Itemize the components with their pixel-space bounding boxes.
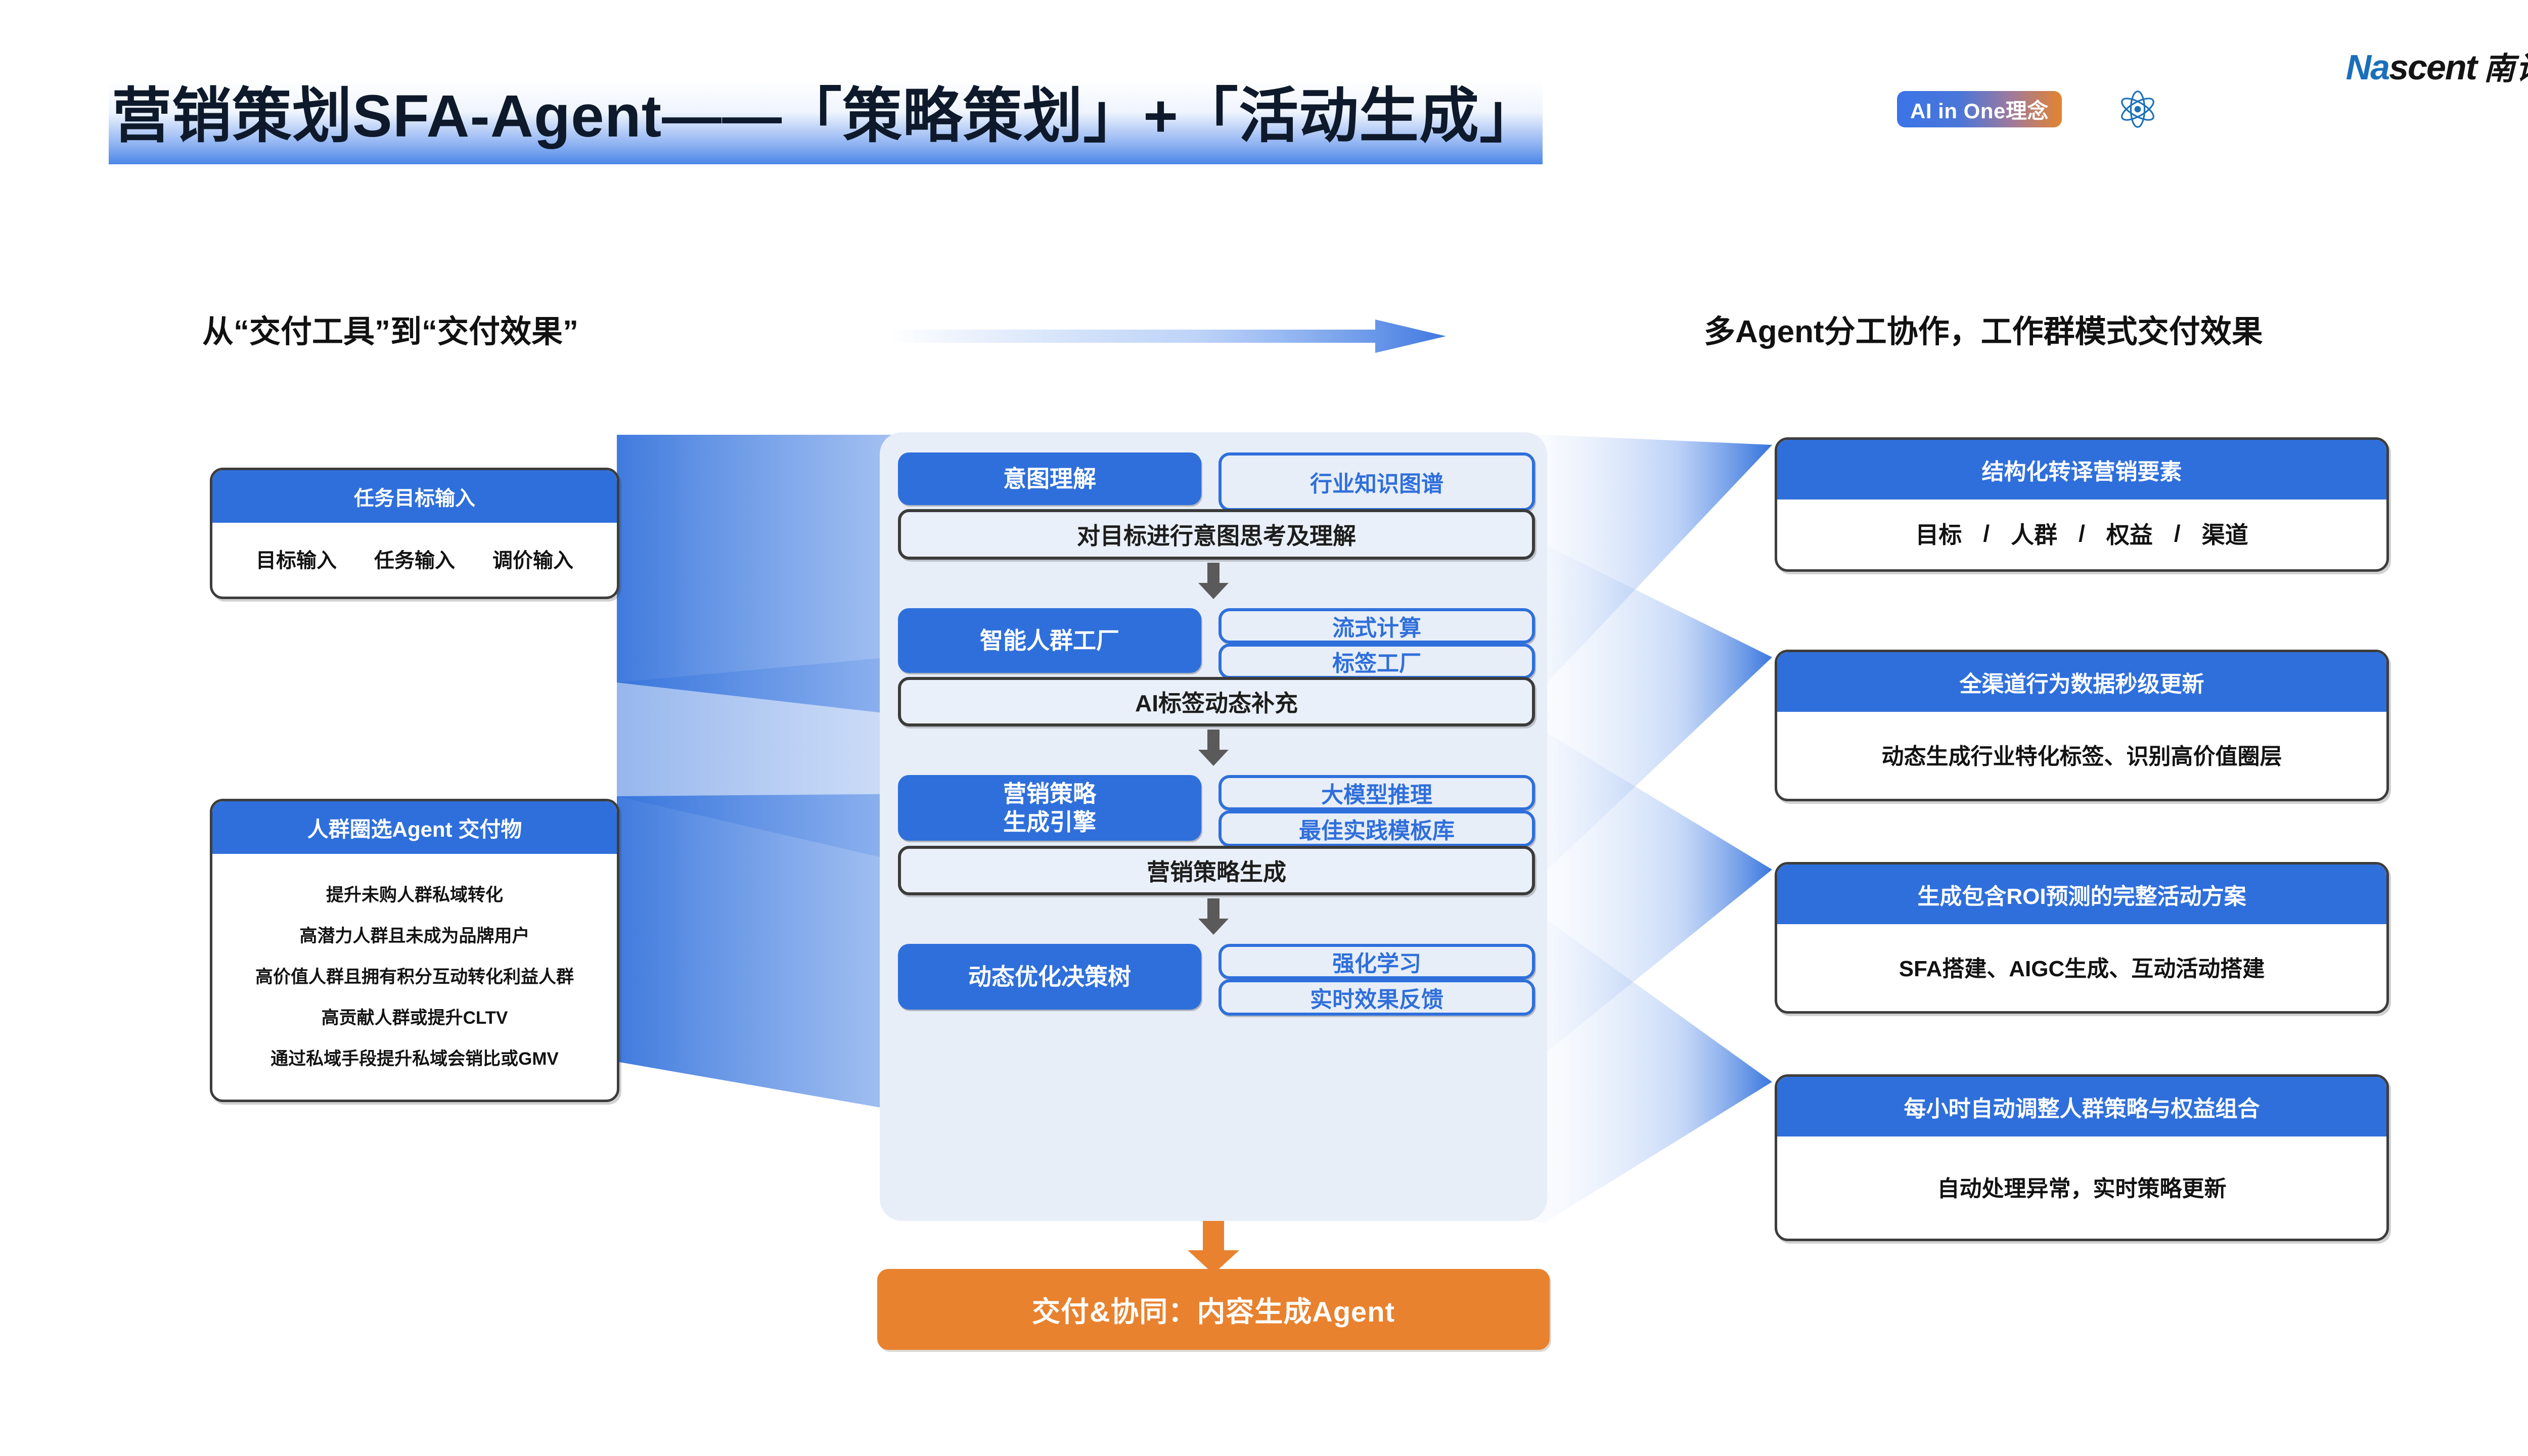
card-omnichannel-data-update: 全渠道行为数据秒级更新 动态生成行业特化标签、识别高价值圈层 (1775, 650, 2389, 801)
element-benefit: 权益 (2106, 521, 2153, 548)
card-hourly-strategy-adjust: 每小时自动调整人群策略与权益组合 自动处理异常，实时策略更新 (1775, 1074, 2389, 1241)
arrow-down-icon-delivery (1188, 1221, 1239, 1274)
separator: / (1983, 520, 1990, 547)
flow-stage-2-result: AI标签动态补充 (898, 677, 1535, 726)
atom-icon (2121, 90, 2154, 128)
flow-stage-1-result: 对目标进行意图思考及理解 (898, 509, 1535, 560)
card-task-goal-input: 任务目标输入 目标输入 任务输入 调价输入 (210, 468, 619, 599)
flow-stage-1-primary[interactable]: 意图理解 (898, 452, 1201, 505)
flow-stage-3-primary-line2: 生成引擎 (1003, 809, 1096, 835)
separator: / (2174, 520, 2181, 547)
flow-stage-2-tag-1[interactable]: 流式计算 (1218, 608, 1535, 644)
center-flow-panel: 意图理解 行业知识图谱 对目标进行意图思考及理解 智能人群工厂 流式计算 标签工… (880, 432, 1547, 1221)
flow-stage-3-primary[interactable]: 营销策略 生成引擎 (898, 775, 1201, 841)
arrow-down-icon (1198, 898, 1229, 935)
list-item: 高潜力人群且未成为品牌用户 (299, 926, 530, 946)
element-crowd: 人群 (2011, 521, 2058, 548)
flow-stage-1-tag-1[interactable]: 行业知识图谱 (1218, 452, 1535, 511)
logo-na: Na (2345, 48, 2390, 87)
arrow-down-icon (1198, 730, 1229, 766)
flow-stage-2-row: 智能人群工厂 流式计算 标签工厂 (898, 608, 1535, 679)
separator: / (2079, 520, 2085, 547)
flow-stage-4-primary[interactable]: 动态优化决策树 (898, 944, 1201, 1010)
card-roi-campaign-plan: 生成包含ROI预测的完整活动方案 SFA搭建、AIGC生成、互动活动搭建 (1775, 862, 2389, 1014)
arrow-right-icon (890, 320, 1446, 353)
ai-in-one-badge: AI in One理念 (1897, 91, 2062, 127)
right-subtitle: 多Agent分工协作，工作群模式交付效果 (1704, 314, 2263, 349)
element-goal: 目标 (1915, 521, 1962, 548)
card-crowd-agent-deliverable-body: 提升未购人群私域转化 高潜力人群且未成为品牌用户 高价值人群且拥有积分互动转化利… (212, 854, 617, 1097)
list-item: 通过私域手段提升私域会销比或GMV (270, 1049, 559, 1069)
card-task-goal-input-title: 任务目标输入 (212, 470, 617, 523)
atom-nucleus (2134, 106, 2141, 113)
arrow-down-icon (1198, 563, 1229, 599)
flow-stage-3-result: 营销策略生成 (898, 846, 1535, 895)
flow-stage-2-primary[interactable]: 智能人群工厂 (898, 608, 1201, 673)
flow-stage-4-row: 动态优化决策树 强化学习 实时效果反馈 (898, 944, 1535, 1016)
card-roi-campaign-plan-body: SFA搭建、AIGC生成、互动活动搭建 (1899, 956, 2265, 981)
card-omnichannel-data-update-title: 全渠道行为数据秒级更新 (1777, 652, 2386, 712)
left-subtitle: 从“交付工具”到“交付效果” (202, 314, 579, 349)
logo-wordmark: Nascent (2345, 47, 2477, 87)
ai-in-one-badge-label: AI in One理念 (1910, 99, 2049, 123)
page-title: 营销策划SFA-Agent——「策略策划」+「活动生成」 (109, 68, 1909, 164)
list-item: 高贡献人群或提升CLTV (321, 1008, 508, 1028)
card-roi-campaign-plan-title: 生成包含ROI预测的完整活动方案 (1777, 864, 2386, 924)
logo-scent: scent (2389, 48, 2477, 87)
flow-stage-2-tag-2[interactable]: 标签工厂 (1218, 644, 1535, 679)
delivery-agent-box[interactable]: 交付&协同：内容生成Agent (877, 1269, 1550, 1350)
brand-logo: Nascent 南讯 (2346, 43, 2528, 88)
page-title-text: 营销策划SFA-Agent——「策略策划」+「活动生成」 (109, 68, 1543, 164)
flow-stage-3-tag-2[interactable]: 最佳实践模板库 (1218, 810, 1535, 847)
card-hourly-strategy-adjust-title: 每小时自动调整人群策略与权益组合 (1777, 1077, 2386, 1136)
card-omnichannel-data-update-body: 动态生成行业特化标签、识别高价值圈层 (1881, 744, 2282, 769)
flow-stage-3-primary-line1: 营销策略 (1003, 780, 1096, 807)
card-structured-marketing-elements: 结构化转译营销要素 目标 / 人群 / 权益 / 渠道 (1775, 437, 2389, 572)
task-input-item: 任务输入 (374, 549, 455, 572)
card-task-goal-input-body: 目标输入 任务输入 调价输入 (212, 523, 617, 594)
list-item: 提升未购人群私域转化 (326, 885, 503, 905)
flow-stage-3-tag-1[interactable]: 大模型推理 (1218, 775, 1535, 810)
logo-chinese: 南讯 (2483, 52, 2528, 86)
task-input-item: 调价输入 (492, 549, 573, 572)
card-hourly-strategy-adjust-body: 自动处理异常，实时策略更新 (1937, 1176, 2227, 1201)
card-crowd-agent-deliverable-title: 人群圈选Agent 交付物 (212, 801, 617, 854)
flow-stage-4-tag-2[interactable]: 实时效果反馈 (1218, 979, 1535, 1016)
flow-stage-1-row: 意图理解 行业知识图谱 (898, 452, 1535, 511)
list-item: 高价值人群且拥有积分互动转化利益人群 (255, 967, 574, 987)
task-input-item: 目标输入 (256, 549, 337, 572)
card-structured-marketing-elements-title: 结构化转译营销要素 (1777, 440, 2386, 499)
card-crowd-agent-deliverable: 人群圈选Agent 交付物 提升未购人群私域转化 高潜力人群且未成为品牌用户 高… (210, 799, 619, 1102)
card-structured-marketing-elements-body: 目标 / 人群 / 权益 / 渠道 (1777, 499, 2386, 567)
flow-stage-4-tag-1[interactable]: 强化学习 (1218, 944, 1535, 979)
flow-stage-3-row: 营销策略 生成引擎 大模型推理 最佳实践模板库 (898, 775, 1535, 847)
element-channel: 渠道 (2201, 521, 2248, 548)
